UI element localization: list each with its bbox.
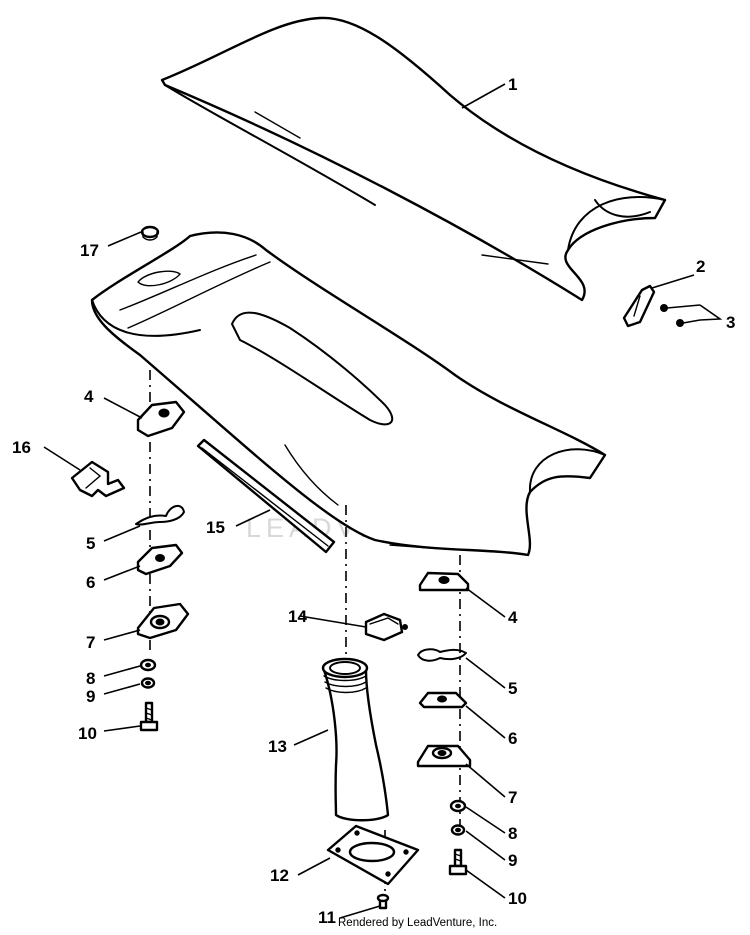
callout-8-right: 8 <box>508 824 517 843</box>
callout-9-right: 9 <box>508 851 517 870</box>
part-8-washer-left[interactable] <box>139 658 157 672</box>
callout-3: 3 <box>726 313 735 332</box>
part-seat-cushion[interactable] <box>160 16 667 302</box>
callout-9-left: 9 <box>86 687 95 706</box>
callout-4-left: 4 <box>84 387 94 406</box>
part-14-bracket-clip[interactable] <box>364 612 408 642</box>
callout-7-left: 7 <box>86 633 95 652</box>
callout-6-left: 6 <box>86 573 95 592</box>
part-5-clip-right[interactable] <box>417 648 467 662</box>
callout-10-left: 10 <box>78 724 97 743</box>
part-3-screws[interactable] <box>660 304 701 327</box>
part-16-latch[interactable] <box>70 460 126 498</box>
left-fastener-stack <box>135 400 190 732</box>
part-11-screw[interactable] <box>376 893 390 910</box>
part-5-clip-left[interactable] <box>135 504 185 526</box>
callout-4-right: 4 <box>508 608 518 627</box>
callout-12: 12 <box>270 866 289 885</box>
callout-1: 1 <box>508 75 517 94</box>
leader-lines <box>43 83 723 919</box>
part-4-mount-plate-left[interactable] <box>136 400 186 438</box>
right-fastener-stack <box>416 571 472 876</box>
part-10-bolt-left[interactable] <box>139 701 159 732</box>
part-8-washer-right[interactable] <box>449 799 467 813</box>
part-9-lockwasher-right[interactable] <box>450 824 466 836</box>
render-credit: Rendered by LeadVenture, Inc. <box>338 917 498 929</box>
callout-14: 14 <box>288 607 307 626</box>
part-6-gasket-right[interactable] <box>418 691 468 709</box>
callout-11: 11 <box>318 908 336 927</box>
callout-10-right: 10 <box>508 889 527 908</box>
callout-5-right: 5 <box>508 679 517 698</box>
part-2-seat-clip[interactable] <box>622 284 656 328</box>
callout-13: 13 <box>268 737 287 756</box>
callout-labels: 1 2 3 17 4 16 5 6 7 8 9 10 15 14 13 12 1… <box>12 75 735 927</box>
part-12-flange-plate[interactable] <box>326 824 420 886</box>
callout-7-right: 7 <box>508 788 517 807</box>
part-10-bolt-right[interactable] <box>448 848 468 876</box>
callout-8-left: 8 <box>86 669 95 688</box>
part-13-filler-tube[interactable] <box>321 657 390 822</box>
part-4-mount-plate-right[interactable] <box>418 571 470 592</box>
part-15-edge-strip[interactable] <box>196 438 336 554</box>
callout-16: 16 <box>12 438 31 457</box>
part-7-grommet-plate-right[interactable] <box>416 744 472 768</box>
part-17-push-rivet[interactable] <box>140 225 160 241</box>
callout-2: 2 <box>696 257 705 276</box>
callout-17: 17 <box>80 241 99 260</box>
callout-6-right: 6 <box>508 729 517 748</box>
part-seat-pan <box>90 231 607 557</box>
callout-5-left: 5 <box>86 534 95 553</box>
part-9-lockwasher-left[interactable] <box>140 677 156 689</box>
callout-15: 15 <box>206 518 225 537</box>
part-7-grommet-plate-left[interactable] <box>136 602 190 640</box>
part-6-gasket-left[interactable] <box>136 543 184 576</box>
